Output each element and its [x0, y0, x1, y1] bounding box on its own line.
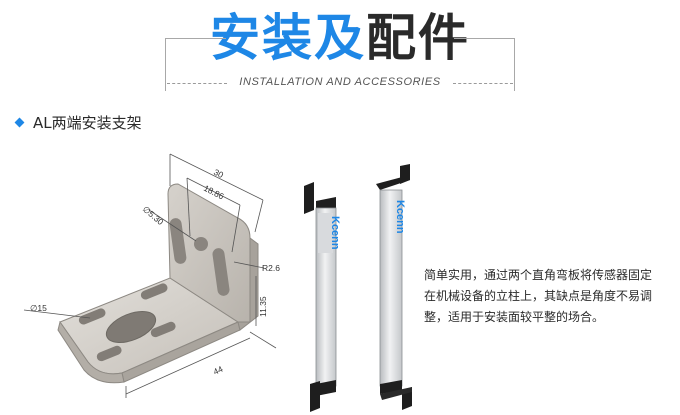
title-dark: 配件 [366, 9, 470, 67]
bracket-vertical-plate [167, 183, 259, 331]
description: 简单实用，通过两个直角弯板将传感器固定 在机械设备的立柱上，其缺点是角度不易调 … [424, 265, 672, 328]
dim-hole-diameter-label: ∅5.30 [141, 204, 166, 227]
right-bracket-decoration [454, 38, 515, 91]
description-line: 在机械设备的立柱上，其缺点是角度不易调 [424, 289, 653, 303]
page-title: 安装及配件 [0, 6, 680, 70]
bracket-base-plate [57, 277, 241, 384]
dash-left [167, 83, 227, 84]
header: 安装及配件 INSTALLATION AND ACCESSORIES [0, 0, 680, 100]
section-title: AL两端安装支架 [33, 114, 142, 132]
dim-height-label: 11.35 [258, 296, 268, 317]
dimension-lines [23, 153, 277, 398]
dash-right [453, 83, 513, 84]
dim-30-label: 30 [212, 167, 225, 180]
left-bracket-decoration [165, 38, 226, 91]
subtitle-row: INSTALLATION AND ACCESSORIES [165, 76, 515, 90]
dim-radius-label: R2.6 [262, 263, 280, 273]
dim-44-label: 44 [212, 364, 225, 377]
brand-label-right: Kcenn [394, 200, 406, 234]
dim-18-86-label: 18.86 [202, 183, 226, 202]
title-blue: 安装及 [210, 9, 366, 67]
bracket-drawing: 30 18.86 ∅5.30 R2.6 11.35 ∅15 44 Kcenn K… [23, 153, 412, 412]
section-heading: AL两端安装支架 [14, 112, 142, 133]
sensor-bar-left: Kcenn [304, 182, 341, 412]
description-line: 整，适用于安装面较平整的场合。 [424, 310, 605, 324]
dim-center-hole-label: ∅15 [30, 303, 47, 313]
sensor-bar-right: Kcenn [376, 164, 412, 410]
description-line: 简单实用，通过两个直角弯板将传感器固定 [424, 268, 653, 282]
subtitle: INSTALLATION AND ACCESSORIES [239, 76, 441, 88]
brand-label-left: Kcenn [329, 216, 341, 250]
diamond-bullet-icon [14, 117, 25, 128]
